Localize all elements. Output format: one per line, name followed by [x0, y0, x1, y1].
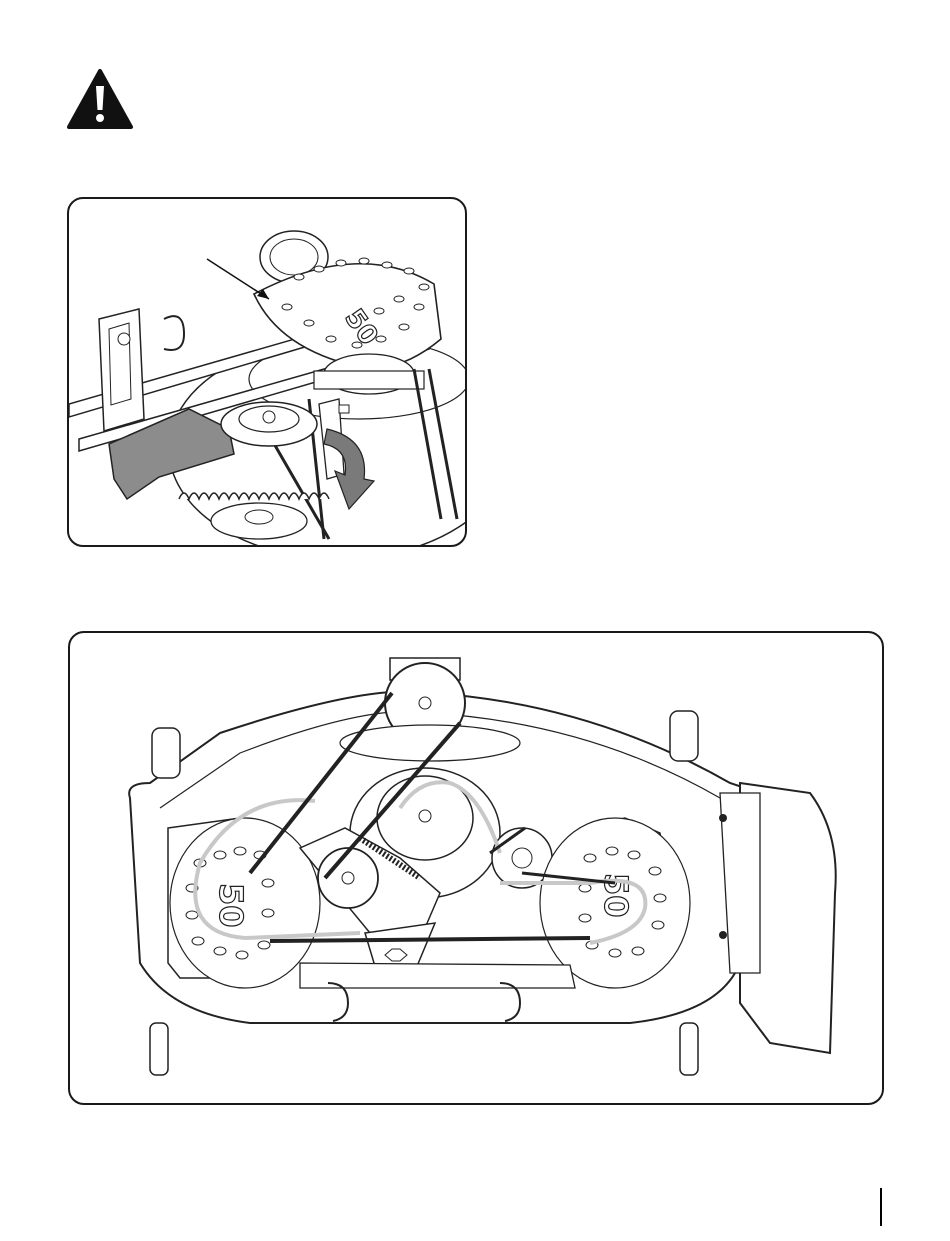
wheel-rear-right: [670, 711, 698, 761]
left-deck-marking: 50: [212, 883, 250, 928]
figure-belt-keeper: 50: [67, 197, 467, 547]
figure-belt-routing: 50 50: [68, 631, 884, 1105]
pointer-arrow: [207, 259, 269, 299]
wheel-front-right: [680, 1023, 698, 1075]
tension-spring: [179, 493, 329, 499]
belt-routing-illustration: 50 50: [70, 633, 882, 1103]
warning-icon: [66, 68, 134, 130]
wheel-front-left: [150, 1023, 168, 1075]
page-marker-rule: [880, 1188, 882, 1226]
wheel-rear-left: [152, 728, 180, 778]
belt-keeper-illustration: 50: [69, 199, 465, 545]
